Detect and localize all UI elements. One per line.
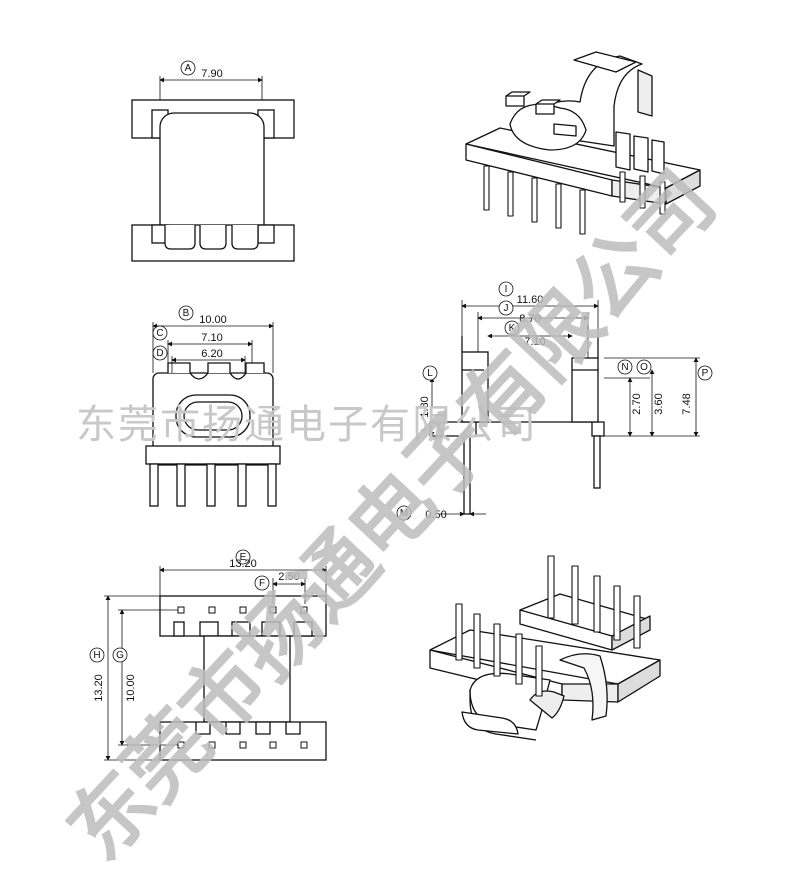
tag-n: N bbox=[621, 362, 628, 373]
drawing-canvas: A 7.90 B C D 10.00 7.10 6.20 bbox=[89, 51, 713, 761]
dim-k: 7.10 bbox=[524, 336, 545, 348]
dim-i: 11.60 bbox=[517, 294, 544, 306]
dim-d: 6.20 bbox=[201, 348, 222, 360]
dim-n: 2.70 bbox=[631, 393, 643, 414]
dim-g: 10.00 bbox=[125, 674, 137, 702]
tag-m: M bbox=[400, 508, 408, 519]
tag-p: P bbox=[702, 368, 709, 379]
dim-o: 3.60 bbox=[653, 393, 665, 414]
dim-f: 2.50 bbox=[278, 571, 299, 583]
tag-d: D bbox=[156, 348, 163, 359]
tag-l: L bbox=[427, 368, 433, 379]
dim-h: 13.20 bbox=[93, 674, 105, 702]
side-view bbox=[396, 281, 713, 521]
dim-l: 1.80 bbox=[419, 396, 431, 417]
dim-e: 13.20 bbox=[229, 558, 257, 570]
dim-b: 10.00 bbox=[199, 314, 227, 326]
dim-c: 7.10 bbox=[201, 332, 222, 344]
tag-a: A bbox=[185, 63, 192, 74]
tag-b: B bbox=[183, 308, 190, 319]
isometric-bottom bbox=[429, 555, 661, 741]
tag-f: F bbox=[259, 578, 265, 589]
dim-j: 8.70 bbox=[519, 313, 540, 325]
isometric-top bbox=[465, 51, 701, 235]
dim-p: 7.48 bbox=[681, 393, 693, 414]
dim-m: 0.50 bbox=[425, 509, 446, 521]
front-view bbox=[145, 305, 281, 507]
watermark-horizontal: 东莞市扬通电子有限公司 bbox=[76, 402, 538, 448]
tag-g: G bbox=[116, 650, 124, 661]
tag-j: J bbox=[504, 303, 509, 314]
tag-o: O bbox=[640, 362, 648, 373]
tag-h: H bbox=[93, 650, 100, 661]
bottom-view bbox=[89, 549, 327, 761]
dim-a: 7.90 bbox=[201, 68, 222, 80]
tag-e: E bbox=[240, 552, 247, 563]
top-view bbox=[131, 60, 295, 262]
tag-c: C bbox=[156, 328, 163, 339]
tag-k: K bbox=[509, 323, 516, 334]
tag-i: I bbox=[505, 284, 508, 295]
